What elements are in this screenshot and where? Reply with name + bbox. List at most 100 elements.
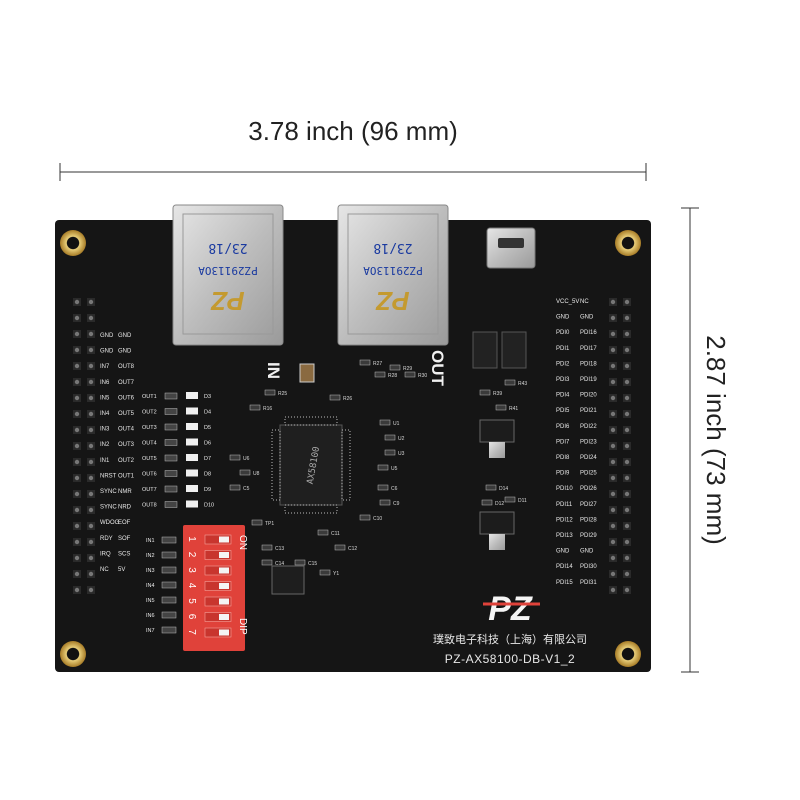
header-label: OUT2 — [118, 458, 135, 464]
header-label: 5V — [118, 567, 125, 573]
dip-lever — [219, 614, 229, 620]
dip-slot — [204, 596, 232, 607]
component-ref: C6 — [391, 486, 398, 492]
led-ref: D3 — [204, 394, 211, 400]
header-label: PDI30 — [580, 564, 597, 570]
header-label: EOF — [118, 520, 131, 526]
component-ref: D12 — [495, 501, 504, 507]
header-pin — [74, 475, 80, 481]
component-ref: R27 — [373, 361, 382, 367]
dip-number: 6 — [186, 614, 197, 620]
header-label: PDI3 — [556, 377, 570, 383]
status-leds: D3D4D5D6D7D8D9D10OUT1OUT2OUT3OUT4OUT5OUT… — [142, 392, 214, 634]
component-ref: U2 — [398, 436, 405, 442]
led — [186, 392, 198, 399]
header-pin — [74, 587, 80, 593]
smd-part — [384, 434, 396, 441]
out-ref: OUT1 — [142, 394, 157, 400]
component-ref: Y1 — [333, 571, 339, 577]
header-label: PDI7 — [556, 439, 570, 445]
smd-part — [261, 559, 273, 566]
header-label: NC — [580, 299, 589, 305]
header-pin — [624, 315, 630, 321]
header-label: PDI21 — [580, 408, 597, 414]
header-pin — [74, 411, 80, 417]
resistor — [161, 551, 177, 559]
header-pin — [88, 587, 94, 593]
header-label: PDI11 — [556, 502, 573, 508]
smd-part — [229, 484, 241, 491]
component-ref: R41 — [509, 406, 518, 412]
header-pin — [88, 443, 94, 449]
header-label: PDI12 — [556, 517, 573, 523]
header-pin — [610, 571, 616, 577]
component-ref: R39 — [493, 391, 502, 397]
header-pin — [74, 555, 80, 561]
header-pin — [88, 475, 94, 481]
header-pin — [610, 379, 616, 385]
resistor — [164, 392, 178, 400]
dip-slot — [204, 550, 232, 560]
diode-pair — [472, 331, 527, 369]
smd-part — [319, 569, 331, 576]
led-ref: D10 — [204, 503, 214, 509]
header-pin — [624, 411, 630, 417]
smd-part — [377, 484, 389, 491]
header-label: PDI25 — [580, 471, 597, 477]
header-pin — [88, 427, 94, 433]
header-pin — [610, 475, 616, 481]
led — [186, 407, 198, 415]
header-pin — [610, 395, 616, 401]
resistor — [161, 596, 177, 604]
header-pin — [624, 347, 630, 353]
header-pin — [88, 395, 94, 401]
header-pin — [74, 379, 80, 385]
header-pin — [624, 555, 630, 561]
led — [186, 469, 198, 477]
in-ref: IN2 — [146, 553, 155, 559]
header-pin — [624, 571, 630, 577]
width-dimension-line — [59, 163, 647, 181]
header-pin — [88, 315, 94, 321]
header-label: OUT6 — [118, 395, 135, 401]
header-label: PDI20 — [580, 393, 597, 399]
header-label: PDI23 — [580, 439, 597, 445]
header-label: OUT3 — [118, 442, 135, 448]
component-ref: U8 — [253, 471, 260, 477]
resistor — [164, 423, 178, 431]
component-ref: C12 — [348, 546, 357, 552]
header-pin — [610, 363, 616, 369]
header-label: PDI24 — [580, 455, 597, 461]
ethercat-chip: AX58100 — [271, 416, 351, 514]
rj45-date-code: 23/18 — [373, 240, 412, 255]
smd-part — [485, 484, 497, 491]
header-pin — [624, 443, 630, 449]
led — [186, 485, 198, 492]
header-pin — [88, 507, 94, 513]
header-label: PDI9 — [556, 471, 570, 477]
header-pin — [74, 427, 80, 433]
header-pin — [74, 443, 80, 449]
led — [186, 500, 198, 508]
header-pin — [624, 331, 630, 337]
header-label: IRQ — [100, 551, 111, 557]
header-pin — [624, 427, 630, 433]
dip-number: 4 — [186, 583, 197, 589]
smd-part — [504, 496, 516, 503]
right-pin-header — [609, 298, 631, 594]
header-pin — [610, 523, 616, 529]
out-ref: OUT4 — [142, 441, 157, 447]
header-label: PDI14 — [556, 564, 573, 570]
component-ref: C10 — [373, 516, 382, 522]
header-pin — [74, 571, 80, 577]
header-pin — [610, 539, 616, 545]
rj45-part-code: PZ29113OA — [198, 264, 258, 277]
component-ref: R30 — [418, 373, 427, 379]
rj45-brand-logo: PZ — [210, 286, 244, 316]
smd-part — [317, 529, 329, 536]
header-label: NMR — [118, 489, 132, 495]
dip-lever — [219, 629, 229, 636]
component-ref: C9 — [393, 501, 400, 507]
header-pin — [610, 331, 616, 337]
header-pin — [624, 379, 630, 385]
